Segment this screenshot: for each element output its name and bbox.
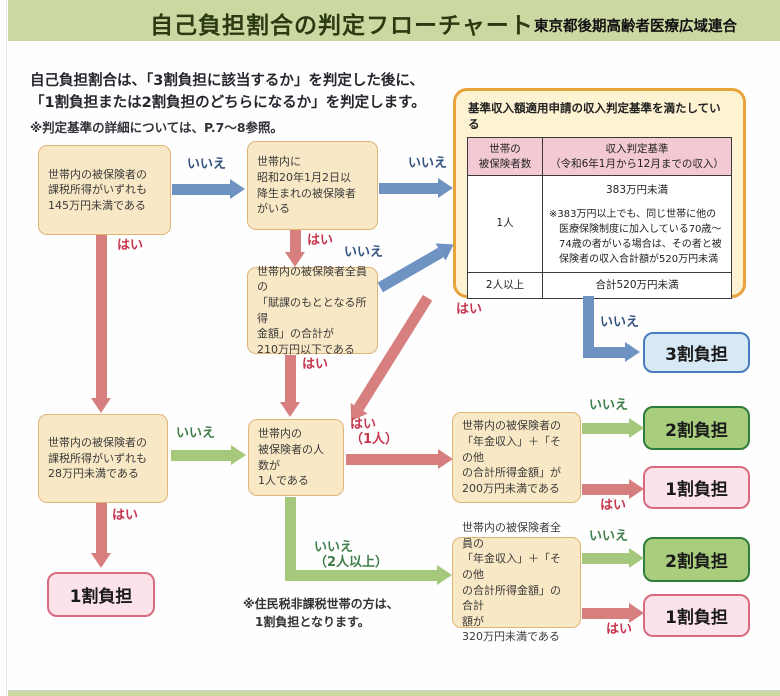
node-single-member: 世帯内の 被保険者の人数が 1人である [248, 419, 344, 496]
arrow-born-no-to-panel [379, 178, 453, 198]
result-burden-30: 3割負担 [643, 332, 750, 373]
arrow-210-no-to-panel [375, 236, 459, 296]
header-band [8, 0, 780, 41]
arrow-born-yes-to-210 [285, 230, 305, 267]
arrow-pension200-no-to-burden20 [582, 418, 644, 438]
label-yes-pension200: はい [600, 498, 627, 513]
node-pension-income-200-text: 世帯内の被保険者の 「年金収入」＋「その他 の合計所得金額」が 200万円未満で… [462, 419, 561, 495]
criteria-panel-title: 基準収入額適用申請の収入判定基準を満たしている [468, 101, 721, 131]
arrow-145-yes-to-28 [91, 235, 111, 413]
label-yes-pension320: はい [606, 622, 633, 637]
result-burden-10-pension200: 1割負担 [643, 466, 750, 509]
criteria-row2-household: 2人以上 [467, 271, 543, 299]
label-no-pension320: いいえ [589, 529, 629, 544]
label-no-pension200: いいえ [589, 398, 629, 413]
label-no-145: いいえ [187, 157, 227, 172]
organization-name: 東京都後期高齢者医療広域連合 [534, 19, 737, 35]
criteria-row1-household: 1人 [467, 175, 543, 273]
node-taxable-income-28: 世帯内の被保険者の 課税所得がいずれも 28万円未満である [38, 414, 168, 503]
arrow-panel-no-segment [583, 296, 594, 357]
criteria-row1-criteria: 383万円未満 ※383万円以上でも、同じ世帯に他の医療保険制度に加入している7… [542, 175, 732, 273]
result-burden-10-household: 1割負担 [47, 572, 155, 617]
label-no-born: いいえ [408, 156, 448, 171]
criteria-table-header-row: 世帯の 被保険者数 収入判定基準 （令和6年1月から12月までの収入） [467, 136, 732, 177]
arrow-single-yes-to-pension200 [346, 449, 453, 469]
label-yes-210: はい [302, 357, 329, 372]
node-assessed-income-210-text: 世帯内の被保険者全員の 「賦課のもととなる所得 金額」の合計が 210万円以下で… [257, 264, 367, 356]
arrow-210-yes-to-single [280, 355, 300, 417]
result-burden-20-pension200: 2割負担 [643, 406, 750, 450]
arrow-panel-no-to-burden30 [583, 342, 640, 362]
node-born-after-1945-text: 世帯内に 昭和20年1月2日以 降生まれの被保険者 がいる [257, 155, 356, 216]
arrow-28-no-to-single [171, 445, 246, 465]
result-burden-20-pension320: 2割負担 [643, 537, 750, 582]
arrow-pension320-yes-to-burden10 [582, 603, 644, 623]
intro-line-1: 自己負担割合は、「3割負担に該当するか」を判定した後に、 [30, 73, 424, 89]
label-no-210: いいえ [344, 245, 384, 260]
arrow-28-yes-to-burden10 [91, 503, 111, 568]
footnote-nontaxable: ※住民税非課税世帯の方は、 1割負担となります。 [243, 597, 399, 629]
label-yes-panel: はい [456, 302, 483, 317]
node-taxable-income-145: 世帯内の被保険者の 課税所得がいずれも 145万円未満である [38, 145, 171, 235]
page-title: 自己負担割合の判定フローチャート [150, 13, 534, 39]
node-taxable-income-145-text: 世帯内の被保険者の 課税所得がいずれも 145万円未満である [48, 167, 147, 212]
node-single-member-text: 世帯内の 被保険者の人数が 1人である [258, 427, 324, 488]
arrow-pension320-no-to-burden20 [582, 548, 644, 568]
criteria-col1-header: 世帯の 被保険者数 [467, 136, 543, 177]
node-pension-income-320-text: 世帯内の被保険者全員の 「年金収入」＋「その他 の合計所得金額」の合計 額が 3… [462, 521, 561, 644]
label-no-single-two-plus: いいえ （2人以上） [314, 540, 389, 570]
label-no-panel: いいえ [600, 315, 640, 330]
criteria-row1-main: 383万円未満 [605, 184, 669, 197]
node-assessed-income-210: 世帯内の被保険者全員の 「賦課のもととなる所得 金額」の合計が 210万円以下で… [247, 265, 378, 356]
intro-text: 自己負担割合は、「3割負担に該当するか」を判定した後に、 「1割負担または2割負… [30, 70, 426, 137]
label-yes-145: はい [117, 238, 144, 253]
node-born-after-1945: 世帯内に 昭和20年1月2日以 降生まれの被保険者 がいる [247, 141, 378, 230]
criteria-row-one-person: 1人 383万円未満 ※383万円以上でも、同じ世帯に他の医療保険制度に加入して… [467, 175, 732, 273]
criteria-col2-header: 収入判定基準 （令和6年1月から12月までの収入） [542, 136, 732, 177]
label-yes-single-one: はい （1人） [350, 417, 399, 447]
label-yes-born: はい [307, 233, 334, 248]
arrow-pension200-yes-to-burden10 [582, 479, 644, 499]
footer-band [8, 690, 780, 696]
arrow-single-no-segment [285, 497, 296, 581]
criteria-row-two-plus: 2人以上 合計520万円未満 [467, 271, 732, 299]
label-yes-28: はい [112, 508, 139, 523]
result-burden-10-pension320: 1割負担 [643, 594, 750, 637]
page-edge-line [6, 0, 7, 696]
intro-line-2: 「1割負担または2割負担のどちらになるか」を判定します。 [30, 95, 426, 112]
criteria-panel: 基準収入額適用申請の収入判定基準を満たしている 世帯の 被保険者数 収入判定基準… [453, 88, 746, 299]
node-pension-income-320: 世帯内の被保険者全員の 「年金収入」＋「その他 の合計所得金額」の合計 額が 3… [452, 521, 581, 643]
node-pension-income-200: 世帯内の被保険者の 「年金収入」＋「その他 の合計所得金額」が 200万円未満で… [452, 412, 581, 503]
node-taxable-income-28-text: 世帯内の被保険者の 課税所得がいずれも 28万円未満である [48, 436, 147, 481]
intro-reference-note: ※判定基準の詳細については、P.7～8参照。 [30, 119, 284, 135]
criteria-row1-note: ※383万円以上でも、同じ世帯に他の医療保険制度に加入している70歳～74歳の者… [549, 208, 722, 265]
arrow-145-no-to-born [172, 179, 245, 199]
label-no-28: いいえ [176, 426, 216, 441]
criteria-table: 世帯の 被保険者数 収入判定基準 （令和6年1月から12月までの収入） 1人 3… [467, 136, 732, 299]
criteria-row2-criteria: 合計520万円未満 [542, 271, 732, 299]
